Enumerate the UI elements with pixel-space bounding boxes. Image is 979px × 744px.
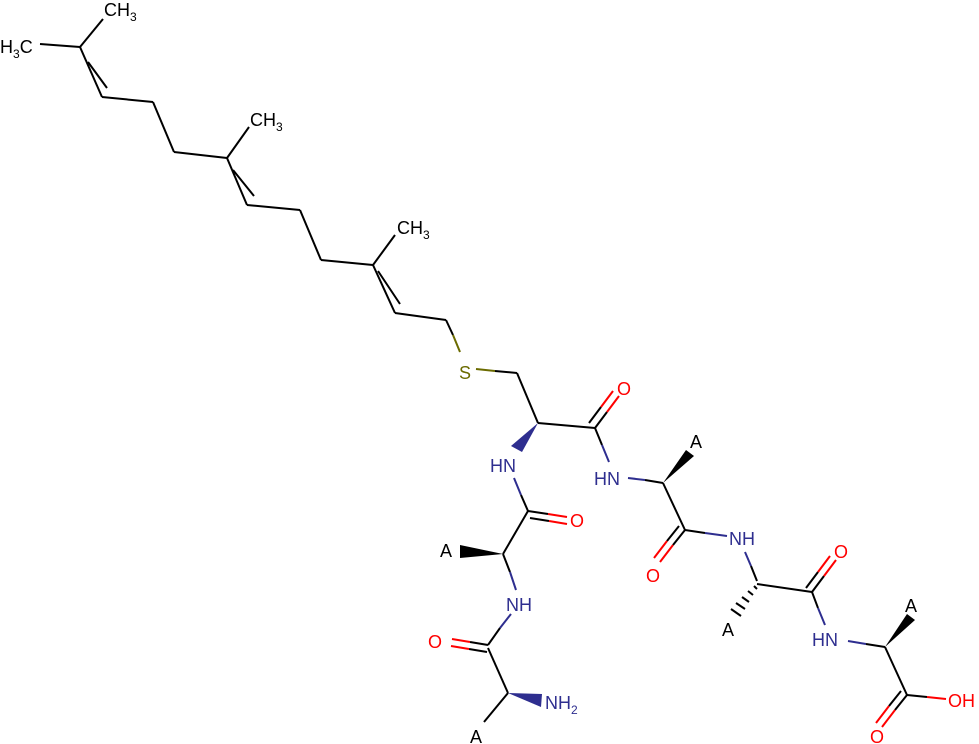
residue-bonds-left-chain: [450, 477, 568, 723]
amide-nh-label: HN: [594, 469, 620, 489]
farnesyl-chain-bonds: [39, 18, 518, 374]
amide-nh-label: HN: [490, 456, 516, 476]
oxygen-label: O: [570, 511, 584, 531]
oxygen-label: O: [646, 566, 660, 586]
methyl-label-middle: CH3: [250, 110, 283, 134]
alanine-side-chain-label: A: [722, 620, 734, 640]
residue-bonds-right-chain: [627, 450, 947, 728]
amide-nh-label: HN: [812, 630, 838, 650]
methyl-label-terminal-top: CH3: [104, 0, 137, 24]
oxygen-label: O: [428, 632, 442, 652]
oxygen-label: O: [870, 727, 884, 744]
alanine-side-chain-label: A: [905, 596, 917, 616]
amide-nh-label: NH: [729, 529, 755, 549]
stereo-wedge: [460, 545, 503, 558]
amide-nh-label: NH: [506, 595, 532, 615]
alanine-side-chain-label: A: [690, 432, 702, 452]
methyl-label-proximal: CH3: [397, 218, 430, 242]
cysteine-bonds: [511, 372, 620, 463]
stereo-hash-bond: [730, 585, 758, 617]
methyl-label-terminal-left: H3C: [0, 37, 33, 61]
alanine-side-chain-label: A: [440, 541, 452, 561]
stereo-wedge: [885, 614, 915, 647]
stereo-wedge: [663, 450, 694, 483]
alanine-side-chain-label: A: [470, 727, 482, 744]
oxygen-label: O: [617, 379, 631, 399]
stereo-wedge: [511, 423, 538, 452]
stereo-wedge: [508, 693, 542, 707]
amine-nh2-label: NH2: [545, 693, 578, 717]
sulfur-label: S: [459, 363, 471, 383]
hydroxyl-oh-label: OH: [948, 691, 975, 711]
oxygen-label: O: [834, 542, 848, 562]
